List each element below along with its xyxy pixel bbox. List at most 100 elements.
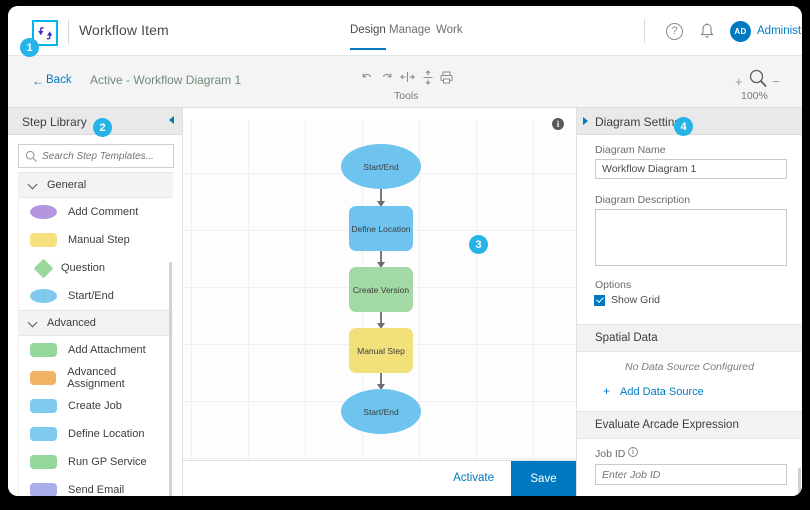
tab-work[interactable]: Work: [436, 24, 463, 36]
sl-group-general[interactable]: General: [19, 172, 173, 198]
zoom-in-button[interactable]: +: [735, 74, 743, 89]
diagram-name-label: Diagram Name: [595, 144, 666, 156]
spatial-data-label: Spatial Data: [595, 332, 658, 344]
sl-item-label: Manual Step: [68, 234, 130, 246]
page-title: Workflow Item: [79, 22, 169, 38]
list-item[interactable]: Start/End: [19, 282, 173, 310]
connector-line: [380, 189, 382, 202]
step-swatch-icon: [30, 371, 57, 385]
info-circle-icon[interactable]: i: [628, 447, 638, 457]
chevron-left-icon[interactable]: [169, 116, 174, 124]
header-divider: [68, 20, 69, 44]
sl-group-label: General: [47, 179, 87, 191]
flow-node-manual-step[interactable]: Manual Step: [349, 328, 413, 373]
align-vertical-icon[interactable]: [422, 70, 440, 88]
sl-item-label: Create Job: [68, 400, 122, 412]
step-swatch-icon: [33, 258, 54, 278]
magnifier-icon[interactable]: [748, 68, 768, 88]
undo-icon[interactable]: [360, 70, 378, 88]
show-grid-label: Show Grid: [611, 294, 661, 306]
list-item[interactable]: Run GP Service: [19, 448, 173, 476]
diagram-name-input[interactable]: [595, 159, 787, 179]
step-library-scrollbar[interactable]: [169, 262, 172, 496]
chevron-down-icon: [29, 318, 39, 328]
back-arrow-icon[interactable]: ←: [32, 74, 44, 88]
flow-node-label: Define Location: [351, 223, 411, 234]
sl-group-advanced[interactable]: Advanced: [19, 310, 173, 336]
info-icon[interactable]: i: [552, 118, 564, 130]
checkbox-checked-icon[interactable]: [594, 294, 605, 306]
header-right-divider: [644, 19, 645, 43]
plus-icon[interactable]: +: [603, 384, 611, 398]
search-box[interactable]: [18, 144, 174, 168]
sl-item-label: Question: [61, 262, 106, 274]
sl-group-label: Advanced: [47, 317, 96, 329]
callout-badge-3: 3: [469, 235, 488, 254]
list-item[interactable]: Question: [19, 254, 173, 282]
question-mark-icon[interactable]: ?: [666, 23, 683, 40]
connector-arrow-icon: [377, 384, 385, 390]
add-data-source-button[interactable]: Add Data Source: [620, 386, 704, 398]
avatar[interactable]: AD: [730, 21, 751, 42]
zoom-out-button[interactable]: −: [772, 74, 780, 89]
list-item[interactable]: Define Location: [19, 420, 173, 448]
callout-badge-1: 1: [20, 38, 39, 57]
app-window: Workflow Item Design Manage Work ? AD Ad…: [8, 6, 802, 496]
activate-button[interactable]: Activate: [447, 468, 500, 488]
connector-arrow-icon: [377, 201, 385, 207]
settings-panel-scrollbar[interactable]: [798, 468, 801, 496]
save-button[interactable]: Save: [511, 461, 576, 496]
print-icon[interactable]: [439, 70, 457, 88]
align-horizontal-icon[interactable]: [400, 70, 418, 88]
list-item[interactable]: Send Email: [19, 476, 173, 496]
step-library-panel: Step Library General Add Comment: [8, 108, 183, 496]
arcade-label: Evaluate Arcade Expression: [595, 419, 739, 431]
list-item[interactable]: Add Attachment: [19, 336, 173, 364]
connector-line: [380, 251, 382, 263]
arcade-section-header: Evaluate Arcade Expression: [577, 411, 802, 439]
diagram-description-input[interactable]: [595, 209, 787, 266]
no-datasource-message: No Data Source Configured: [625, 361, 754, 373]
spatial-data-section-header: Spatial Data: [577, 324, 802, 352]
flow-node-label: Start/End: [363, 406, 399, 417]
sl-item-label: Define Location: [68, 428, 145, 440]
callout-badge-4: 4: [674, 117, 693, 136]
list-item[interactable]: Add Comment: [19, 198, 173, 226]
step-swatch-icon: [30, 343, 57, 357]
chevron-right-icon[interactable]: [583, 117, 588, 125]
flow-node-label: Manual Step: [357, 345, 405, 356]
list-item[interactable]: Advanced Assignment: [19, 364, 173, 392]
step-template-list[interactable]: General Add Comment Manual Step Question…: [18, 172, 173, 496]
tab-design[interactable]: Design: [350, 24, 386, 50]
flow-node-create-version[interactable]: Create Version: [349, 267, 413, 312]
sl-item-label: Add Attachment: [68, 344, 146, 356]
search-input[interactable]: [42, 145, 169, 167]
zoom-level-label: 100%: [741, 90, 768, 102]
chevron-down-icon: [29, 180, 39, 190]
sl-item-label: Advanced Assignment: [67, 366, 125, 390]
redo-icon[interactable]: [380, 70, 398, 88]
sl-item-label: Start/End: [68, 290, 114, 302]
list-item[interactable]: Manual Step: [19, 226, 173, 254]
diagram-canvas[interactable]: i 3 Start/End Define Location Create Ver…: [183, 108, 576, 460]
flow-node-start-end[interactable]: Start/End: [341, 144, 421, 189]
back-button[interactable]: Back: [46, 74, 72, 86]
show-grid-toggle[interactable]: Show Grid: [594, 294, 660, 306]
workflow-logo-icon[interactable]: [32, 20, 58, 46]
username-link[interactable]: Administrator: [757, 25, 802, 37]
step-library-title: Step Library: [22, 115, 87, 129]
flow-node-start-end-2[interactable]: Start/End: [341, 389, 421, 434]
flow-node-define-location[interactable]: Define Location: [349, 206, 413, 251]
step-swatch-icon: [30, 455, 57, 469]
diagram-settings-panel: Diagram Settings Diagram Name Diagram De…: [576, 108, 802, 496]
diagram-status-title: Active - Workflow Diagram 1: [90, 73, 242, 87]
search-icon: [25, 150, 38, 163]
job-id-input[interactable]: [595, 464, 787, 485]
tools-label: Tools: [394, 90, 419, 102]
step-swatch-icon: [30, 483, 57, 496]
notification-bell-icon[interactable]: [698, 22, 716, 41]
step-swatch-icon: [30, 233, 57, 247]
list-item[interactable]: Create Job: [19, 392, 173, 420]
connector-arrow-icon: [377, 323, 385, 329]
tab-manage[interactable]: Manage: [389, 24, 431, 36]
